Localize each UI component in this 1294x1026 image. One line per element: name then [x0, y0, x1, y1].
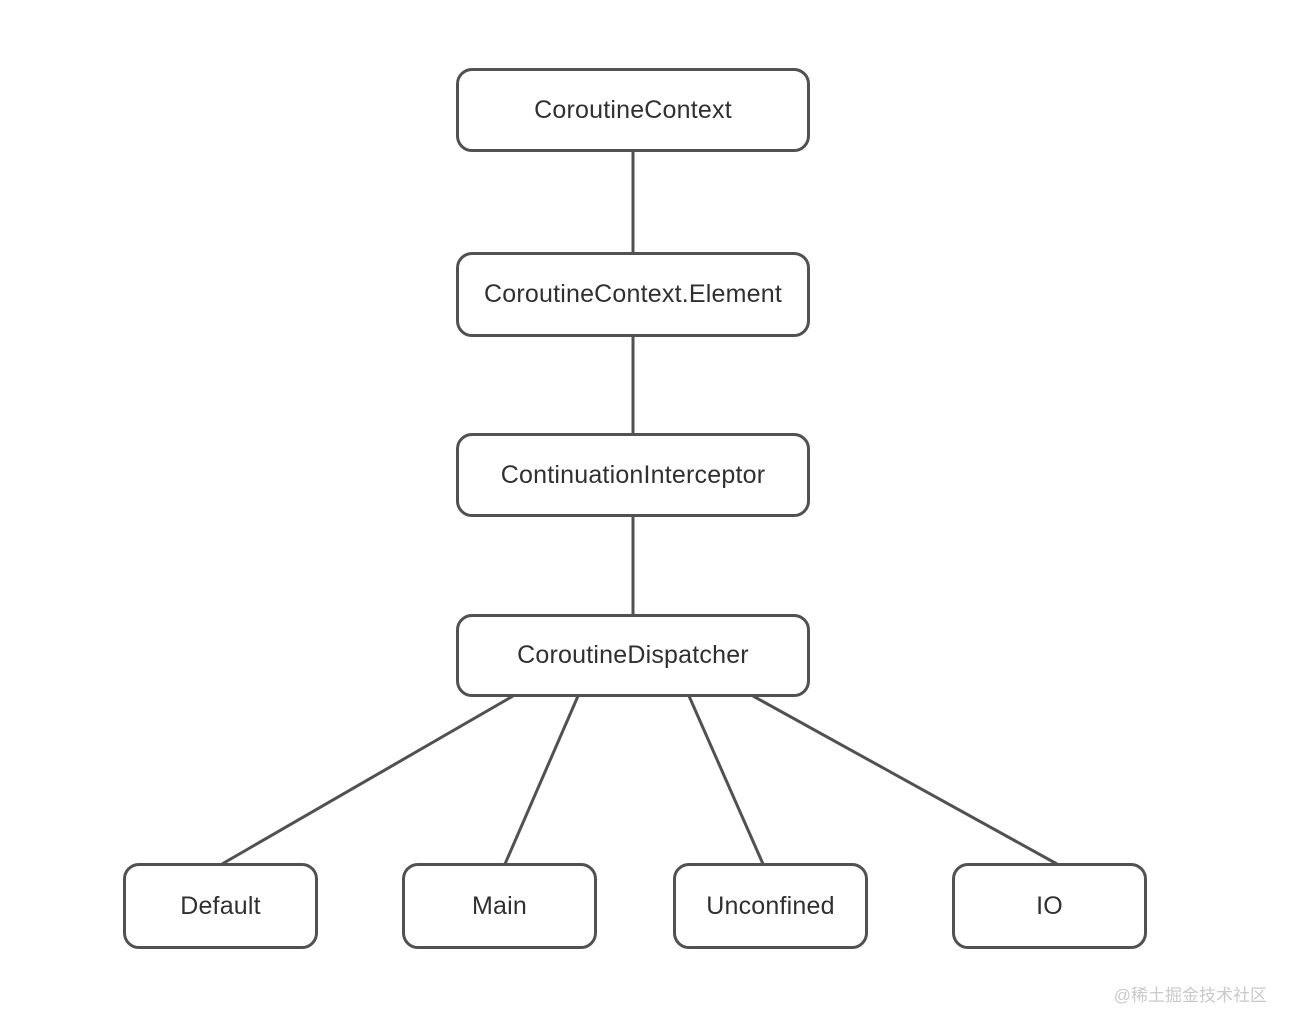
- node-dispatcher-io-label: IO: [1036, 891, 1063, 920]
- node-continuation-interceptor: ContinuationInterceptor: [456, 433, 810, 517]
- node-continuation-interceptor-label: ContinuationInterceptor: [500, 460, 766, 489]
- node-coroutine-dispatcher-label: CoroutineDispatcher: [517, 641, 749, 669]
- node-dispatcher-main: Main: [402, 863, 597, 949]
- node-coroutine-context: CoroutineContext: [456, 68, 810, 152]
- node-dispatcher-default: Default: [123, 863, 318, 949]
- node-dispatcher-default-label: Default: [180, 891, 261, 920]
- edge-dispatcher-to-default: [221, 694, 514, 866]
- node-dispatcher-unconfined: Unconfined: [673, 863, 868, 949]
- node-coroutine-dispatcher: CoroutineDispatcher: [456, 614, 810, 697]
- watermark: @稀土掘金技术社区: [1114, 981, 1267, 1006]
- node-coroutine-context-element-label: CoroutineContext.Element: [483, 280, 782, 308]
- edge-dispatcher-to-main: [503, 695, 580, 865]
- watermark-text: @稀土掘金技术社区: [1113, 986, 1267, 1005]
- edge-dispatcher-to-unconfined: [687, 695, 765, 865]
- node-dispatcher-io: IO: [952, 863, 1147, 949]
- node-coroutine-context-label: CoroutineContext: [534, 95, 732, 124]
- node-dispatcher-unconfined-label: Unconfined: [706, 891, 835, 920]
- node-coroutine-context-element: CoroutineContext.Element: [456, 252, 810, 337]
- edge-dispatcher-to-io: [752, 694, 1058, 866]
- node-dispatcher-main-label: Main: [472, 891, 527, 920]
